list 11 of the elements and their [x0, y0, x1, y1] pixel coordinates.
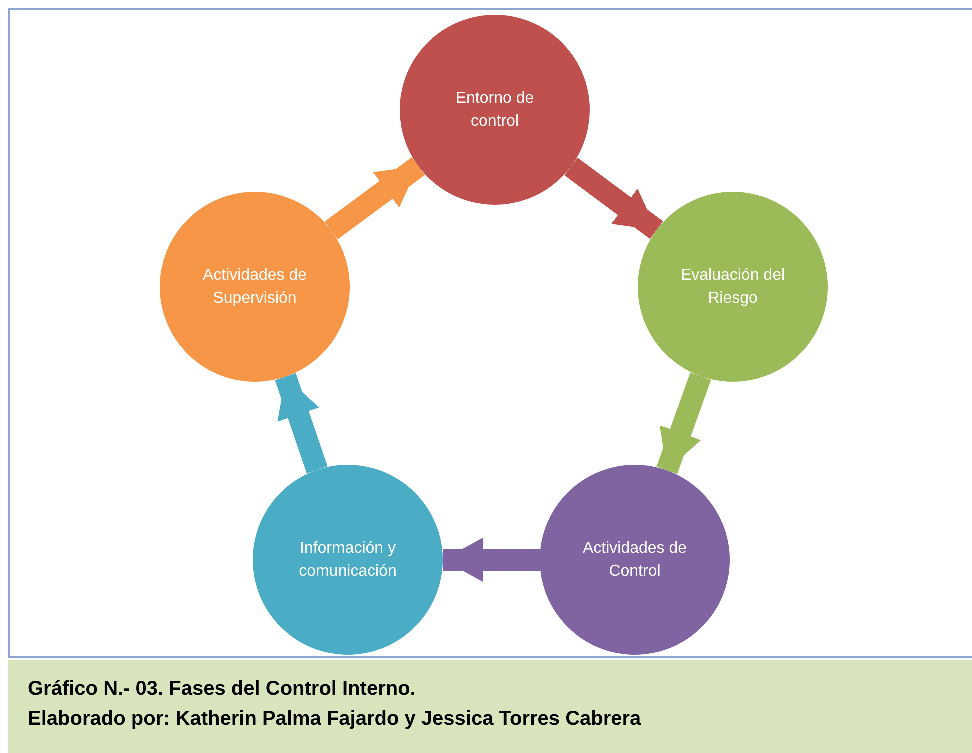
- block-arrow: [324, 158, 426, 240]
- block-arrow: [656, 372, 712, 474]
- block-arrow: [275, 373, 328, 474]
- caption-text: Elaborado por: Katherin Palma Fajardo y Jessica Torres Cabrera: [28, 708, 642, 731]
- phase-label: Actividades de Control: [582, 538, 688, 582]
- phase-label: Entorno de control: [454, 88, 536, 132]
- phase-label: Actividades de Supervisión: [202, 266, 308, 309]
- phase-label: Información y comunicación: [298, 538, 398, 582]
- phase-label: Evaluación del Riesgo: [680, 266, 786, 309]
- block-arrow: [564, 158, 664, 240]
- caption-text: Gráfico N.- 03. Fases del Control Interno.: [28, 678, 416, 701]
